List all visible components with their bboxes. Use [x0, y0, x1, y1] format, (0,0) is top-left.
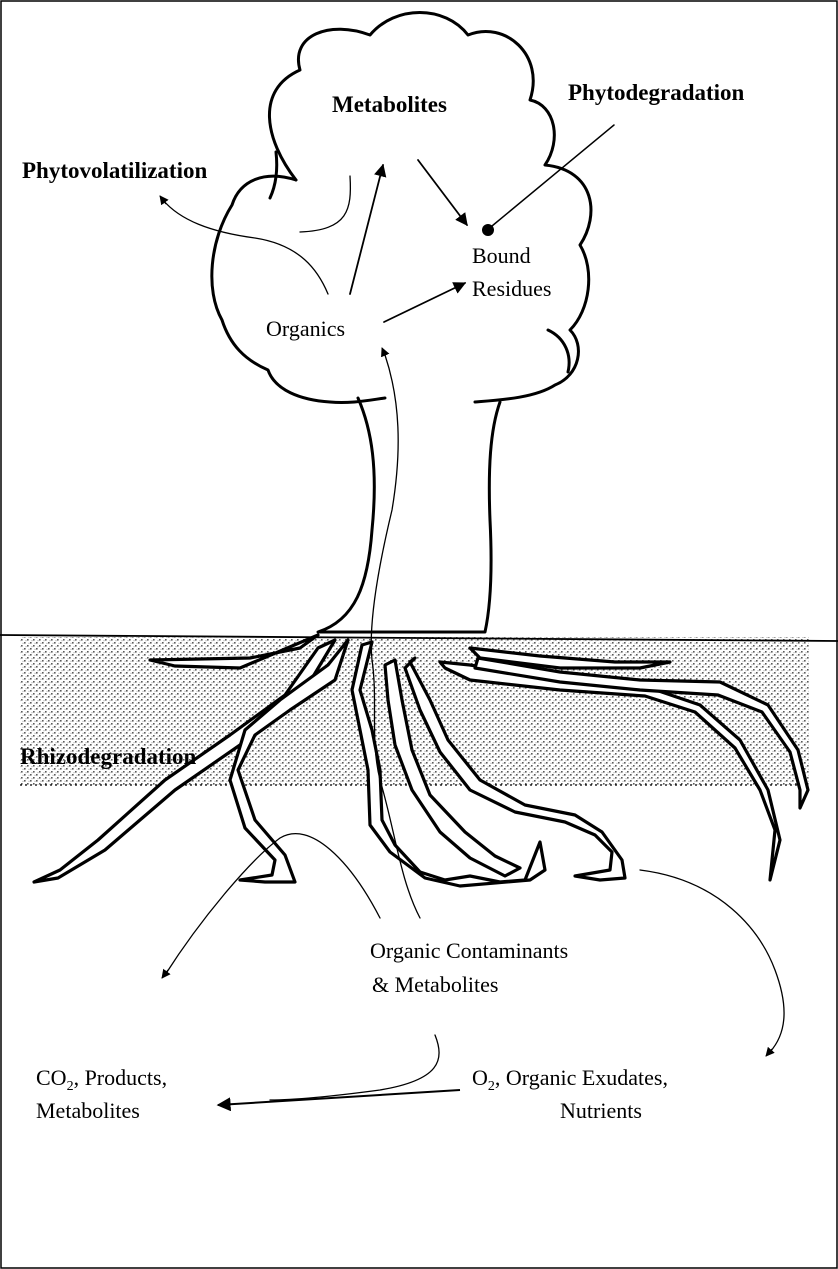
label-metabolites: Metabolites	[332, 92, 447, 117]
to-co2-arrowhead	[162, 970, 168, 978]
crown-notch-right	[548, 330, 569, 372]
co2-subscript: 2	[67, 1079, 74, 1094]
label-organics: Organics	[266, 316, 345, 341]
label-rhizodegradation: Rhizodegradation	[20, 744, 197, 769]
label-bound: Bound	[472, 243, 531, 268]
phytodegradation-dot	[482, 224, 494, 236]
label-o2-exudates: O2, Organic Exudates,	[472, 1065, 668, 1094]
label-phytovolatilization: Phytovolatilization	[22, 158, 207, 183]
phytovolatilization-arrowhead	[160, 196, 166, 204]
metabolites-to-residues-arrow	[418, 160, 467, 225]
label-co2-products: CO2, Products,	[36, 1065, 167, 1094]
label-co2-line2: Metabolites	[36, 1098, 140, 1123]
contaminants-to-products	[270, 1035, 439, 1100]
label-residues: Residues	[472, 276, 551, 301]
organics-to-metabolites-arrow	[350, 165, 383, 294]
co2-rest: , Products,	[74, 1065, 168, 1090]
tree-trunk	[318, 398, 500, 632]
to-o2-path	[640, 870, 784, 1052]
label-o2-line2: Nutrients	[560, 1098, 642, 1123]
tree-crown	[269, 13, 590, 403]
tree-crown-left	[212, 176, 385, 402]
uptake-arrowhead	[382, 348, 385, 355]
organics-to-residues-arrow	[384, 283, 465, 322]
o2-rest: , Organic Exudates,	[495, 1065, 668, 1090]
o2-subscript: 2	[488, 1079, 495, 1094]
phytovolatilization-junction	[300, 176, 350, 232]
to-o2-arrowhead	[766, 1049, 772, 1056]
label-contaminants-line1: Organic Contaminants	[370, 938, 568, 963]
o2-symbol: O	[472, 1065, 488, 1090]
label-phytodegradation: Phytodegradation	[568, 80, 745, 105]
co2-symbol: CO	[36, 1065, 67, 1090]
exudates-to-products-arrow	[218, 1090, 460, 1105]
label-contaminants-line2: & Metabolites	[372, 972, 498, 997]
phytovolatilization-path	[163, 200, 328, 294]
